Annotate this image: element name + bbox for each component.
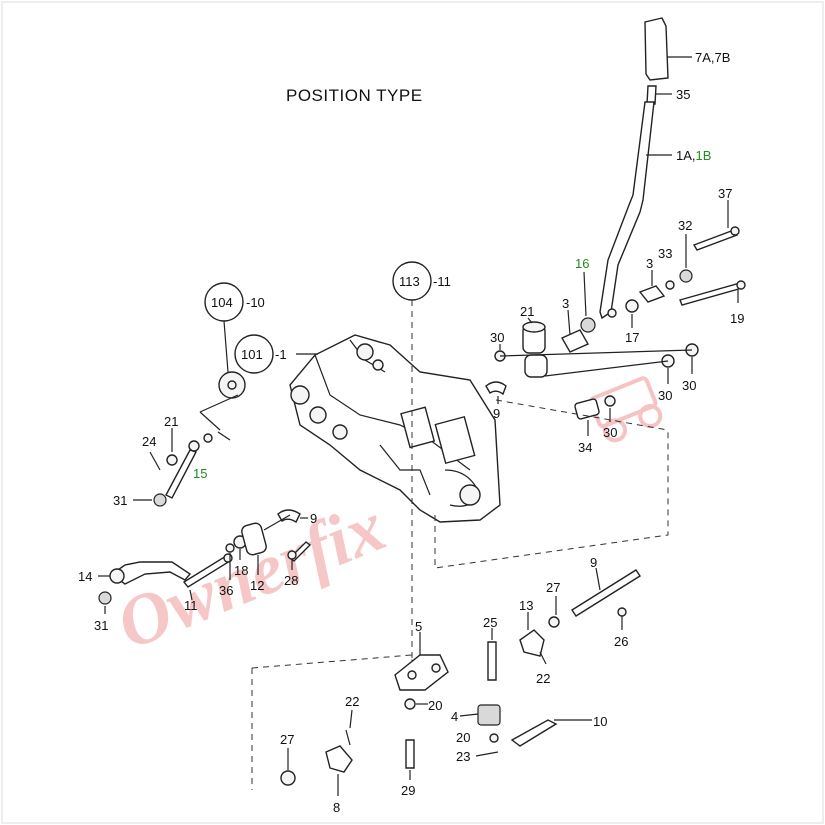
callout-label-9c: 9 <box>590 555 597 570</box>
callout-label-31a: 31 <box>113 493 127 508</box>
callout-label-104: 104 <box>211 295 233 310</box>
callout-label-25: 25 <box>483 615 497 630</box>
callout-labels: 7A,7B351A,1B3732333161917321303030309341… <box>78 50 744 815</box>
callout-label-34: 34 <box>578 440 592 455</box>
svg-text:Ownerfix: Ownerfix <box>106 486 396 665</box>
left-linkage <box>98 394 312 614</box>
callout-label-23: 23 <box>456 749 470 764</box>
callout-label-30a: 30 <box>490 330 504 345</box>
callout-113 <box>392 261 432 680</box>
callout-label-16: 16 <box>575 256 589 271</box>
callout-label-21a: 21 <box>520 304 534 319</box>
callout-label-27a: 27 <box>546 580 560 595</box>
dashed-frames <box>251 399 669 790</box>
callout-label-33: 33 <box>658 246 672 261</box>
callout-label-11a: -11 <box>433 274 451 289</box>
lever-assembly <box>485 17 746 436</box>
callout-label-101: 101 <box>241 347 263 362</box>
callout-label-28: 28 <box>284 573 298 588</box>
callout-label-7a7b: 7A,7B <box>695 50 730 65</box>
callout-label-30b: 30 <box>682 378 696 393</box>
callout-label-21b: 21 <box>164 414 178 429</box>
callout-label-14: 14 <box>78 569 92 584</box>
callout-label-4: 4 <box>451 709 458 724</box>
callout-label-17: 17 <box>625 330 639 345</box>
callout-label-12: 12 <box>250 578 264 593</box>
callout-label-11b: 11 <box>184 598 198 613</box>
callout-label-22a: 22 <box>536 671 550 686</box>
lower-linkage <box>280 567 641 796</box>
callout-label-10b: 10 <box>593 714 607 729</box>
callout-101 <box>234 334 318 374</box>
callout-104 <box>204 282 244 373</box>
callout-label-13: 13 <box>519 598 533 613</box>
callout-label-20b: 20 <box>456 730 470 745</box>
callout-label-20a: 20 <box>428 698 442 713</box>
callout-label-19: 19 <box>730 311 744 326</box>
callout-label-32: 32 <box>678 218 692 233</box>
callout-label-9b: 9 <box>310 511 317 526</box>
callout-label-10a: -10 <box>246 295 265 310</box>
callout-label-18: 18 <box>234 563 248 578</box>
callout-label-36: 36 <box>219 583 233 598</box>
callout-label-30d: 30 <box>603 425 617 440</box>
callout-label-31b: 31 <box>94 618 108 633</box>
callout-label-37: 37 <box>718 186 732 201</box>
callout-label-22b: 22 <box>345 694 359 709</box>
diagram-title: POSITION TYPE <box>286 86 423 105</box>
callout-label-8: 8 <box>333 800 340 815</box>
callout-label-24: 24 <box>142 434 156 449</box>
callout-label-29: 29 <box>401 783 415 798</box>
callout-label-3a: 3 <box>646 256 653 271</box>
callout-label-9a: 9 <box>493 406 500 421</box>
callout-label-15: 15 <box>193 466 207 481</box>
transmission-housing <box>218 334 501 523</box>
callout-label-5: 5 <box>415 619 422 634</box>
callout-label-30c: 30 <box>658 388 672 403</box>
callout-label-113: 113 <box>399 274 420 289</box>
callout-label-3b: 3 <box>562 296 569 311</box>
callout-label-26: 26 <box>614 634 628 649</box>
callout-label-27b: 27 <box>280 732 294 747</box>
callout-label-35: 35 <box>676 87 690 102</box>
callout-label-1: -1 <box>275 347 287 362</box>
callout-label-1a1b: 1A,1B <box>676 148 711 163</box>
